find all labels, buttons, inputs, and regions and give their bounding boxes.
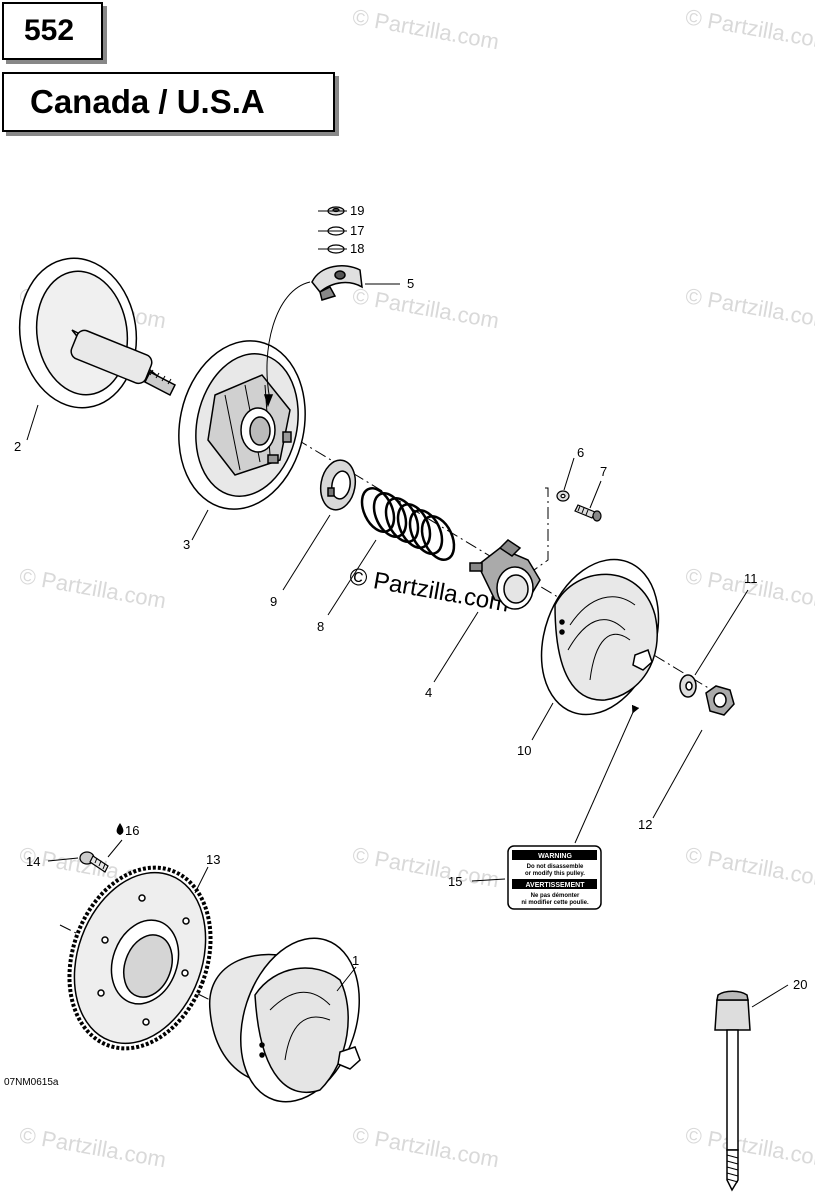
spring-seat-icon (319, 459, 357, 511)
part-number-6: 6 (577, 445, 585, 460)
ring-gear-icon (67, 865, 213, 1051)
warning-label-line5: Ne pas démonter (531, 893, 580, 899)
part-number-2: 2 (14, 439, 22, 454)
part-number-14: 14 (26, 854, 41, 869)
screw-icon (79, 851, 109, 873)
part-number-9: 9 (270, 594, 278, 609)
shaft-sheave-icon (18, 257, 177, 409)
washer-icon (679, 674, 697, 698)
leader-lines (26, 210, 789, 1008)
part-number-13: 13 (206, 852, 221, 867)
figure-code: 07NM0615a (4, 1077, 59, 1088)
part-number-3: 3 (183, 537, 191, 552)
part-number-7: 7 (600, 464, 608, 479)
page-number-box: 552 (2, 2, 103, 60)
page-number: 552 (24, 14, 75, 47)
sliding-sheave-icon (178, 281, 311, 510)
part-number-17: 17 (350, 223, 365, 238)
part-number-19: 19 (350, 203, 365, 218)
warning-label-line4: AVERTISSEMENT (526, 882, 586, 889)
part-number-5: 5 (407, 276, 415, 291)
part-number-12: 12 (638, 817, 653, 832)
warning-label-icon: WARNING Do not disassemble or modify thi… (507, 845, 602, 910)
part-number-15: 15 (448, 874, 463, 889)
warning-label-line1: WARNING (538, 853, 572, 860)
region-box: Canada / U.S.A (2, 72, 335, 132)
fixed-sheave-icon (540, 558, 660, 716)
warning-label-line2: Do not disassemble (527, 864, 584, 870)
part-number-10: 10 (517, 743, 532, 758)
puller-bolt-icon (714, 990, 751, 1192)
washer-icon (556, 490, 570, 502)
slider-shoe-icon (311, 265, 363, 301)
part-number-11: 11 (744, 571, 758, 586)
part-number-20: 20 (793, 977, 808, 992)
nut-icon (705, 685, 735, 716)
warning-label-line6: ni modifier cette poulie. (521, 900, 589, 906)
part-number-18: 18 (350, 241, 365, 256)
cam-icon (469, 539, 541, 610)
part-number-4: 4 (425, 685, 433, 700)
oil-drop-icon (116, 823, 124, 835)
region-title: Canada / U.S.A (30, 83, 265, 120)
part-number-1: 1 (352, 953, 360, 968)
warning-label-line3: or modify this pulley. (525, 871, 585, 877)
pulley-half-icon (209, 937, 361, 1103)
screw-icon (574, 504, 602, 522)
part-number-8: 8 (317, 619, 325, 634)
part-number-16: 16 (125, 823, 140, 838)
spring-icon (360, 487, 456, 561)
